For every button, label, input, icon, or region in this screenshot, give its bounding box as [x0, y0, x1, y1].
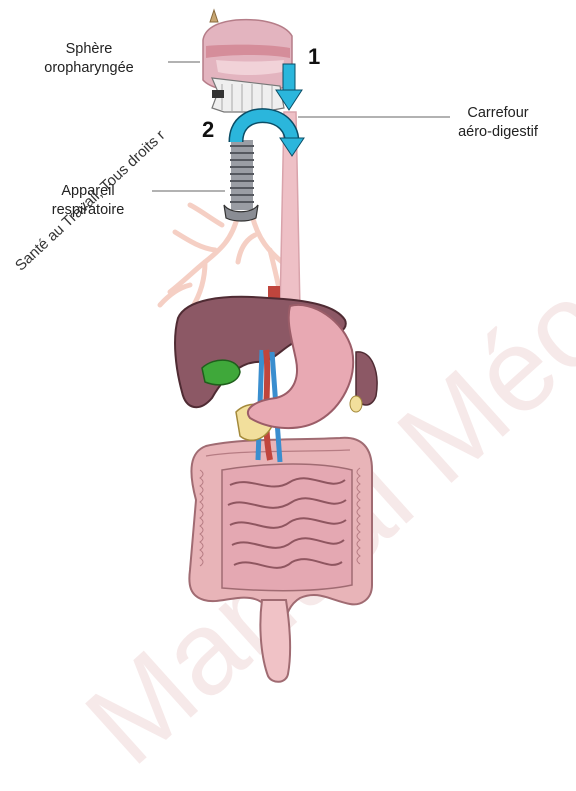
bronchial-tree [160, 205, 282, 308]
carrefour-label-line2: aéro-digestif [438, 123, 558, 142]
digestive-system-diagram: Manual Méo Tous droits [0, 0, 576, 691]
sphere-label-line1: Sphère [14, 40, 164, 59]
kidney [350, 396, 362, 412]
small-intestine [222, 464, 352, 591]
sphere-label-line2: oropharyngée [14, 59, 164, 78]
step-1-number: 1 [308, 44, 320, 70]
trachea [224, 140, 258, 221]
step-2-number: 2 [202, 117, 214, 143]
sphere-label: Sphère oropharyngée [14, 40, 164, 78]
gallbladder [202, 360, 240, 385]
carrefour-label: Carrefour aéro-digestif [438, 104, 558, 142]
oropharyngeal-head [203, 10, 292, 112]
carrefour-label-line1: Carrefour [438, 104, 558, 123]
